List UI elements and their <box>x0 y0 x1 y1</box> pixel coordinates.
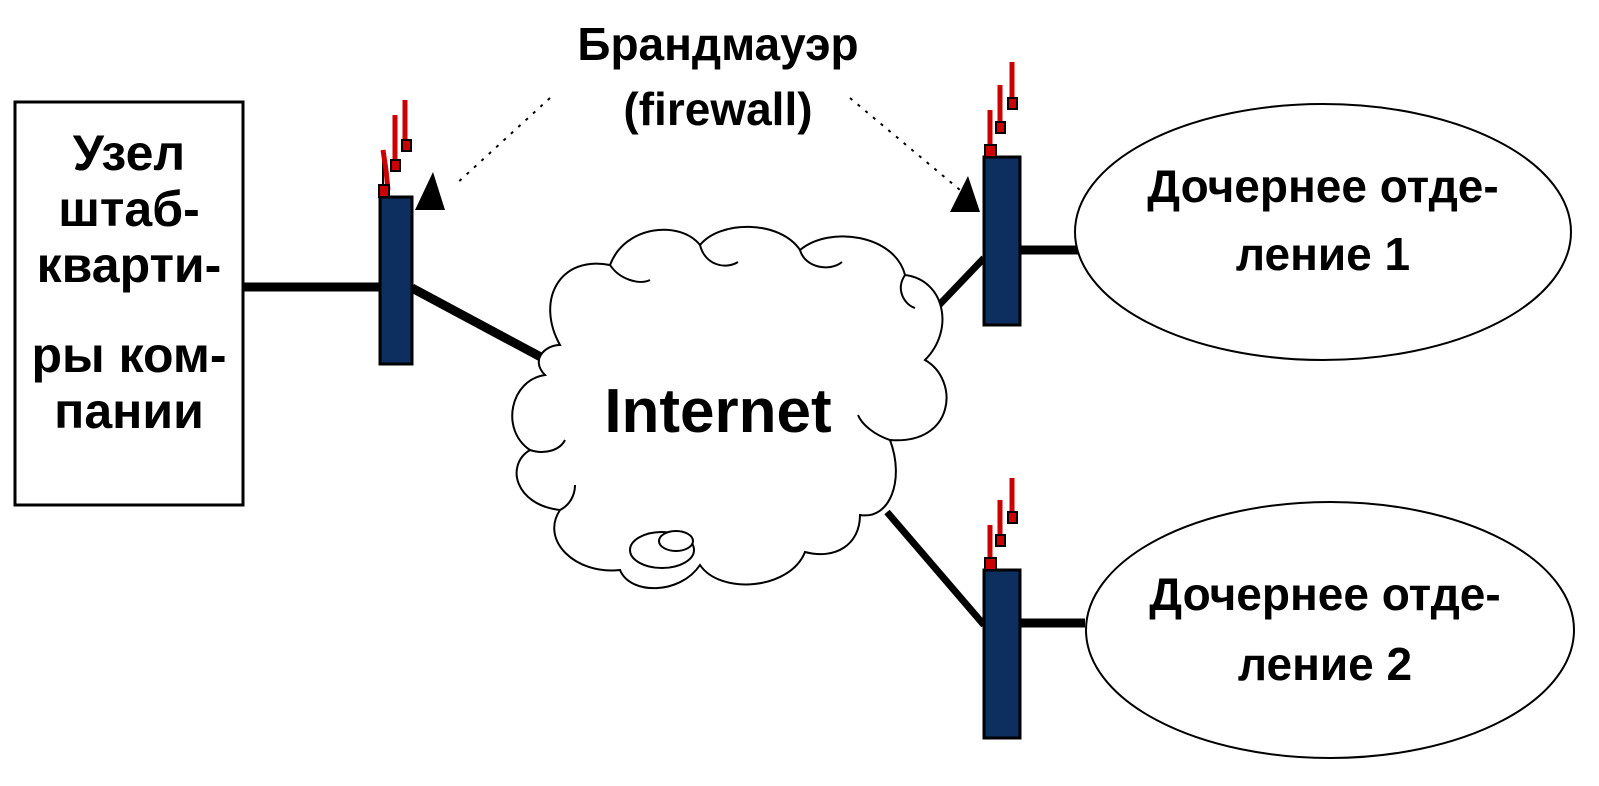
pointer-arrow-left <box>415 172 445 210</box>
branch2-line1: Дочернее отде- <box>1149 568 1500 620</box>
internet-label: Internet <box>604 377 831 446</box>
firewall-branch1 <box>982 62 1022 327</box>
link-firewall-internet <box>409 284 555 367</box>
branch2-ellipse <box>1085 501 1575 759</box>
firewall-branch2 <box>982 478 1022 740</box>
flame-icon <box>984 478 1018 571</box>
flame-icon <box>378 100 412 198</box>
headquarters-line-2: штаб- <box>58 181 200 237</box>
firewall-branch1-body <box>982 155 1022 327</box>
headquarters-line-1: Узел <box>73 125 185 181</box>
headquarters-line-5: пании <box>54 383 204 439</box>
pointer-arrow-right <box>950 176 980 212</box>
firewall-branch2-body <box>982 568 1022 740</box>
firewall-hq <box>378 100 414 366</box>
headquarters-box <box>13 100 245 507</box>
internet-cloud-shape <box>511 225 948 590</box>
branch2-line2: ление 2 <box>1238 638 1412 690</box>
headquarters-line-4: ры ком- <box>31 327 226 383</box>
connection-lines <box>243 245 1085 628</box>
firewall-hq-body <box>378 195 414 366</box>
branch1-line2: ление 1 <box>1236 228 1410 280</box>
branch1-ellipse <box>1074 103 1572 361</box>
pointer-line-left <box>454 97 551 186</box>
branch1-line1: Дочернее отде- <box>1147 160 1498 212</box>
flame-icon <box>984 62 1018 158</box>
headquarters-line-3: кварти- <box>37 237 222 293</box>
firewall-title-line2: (firewall) <box>623 83 812 135</box>
link-internet-firewall2 <box>884 509 987 628</box>
pointer-line-right <box>849 97 961 191</box>
firewall-title-line1: Брандмауэр <box>577 18 858 70</box>
internet-cloud: Internet <box>511 225 948 590</box>
